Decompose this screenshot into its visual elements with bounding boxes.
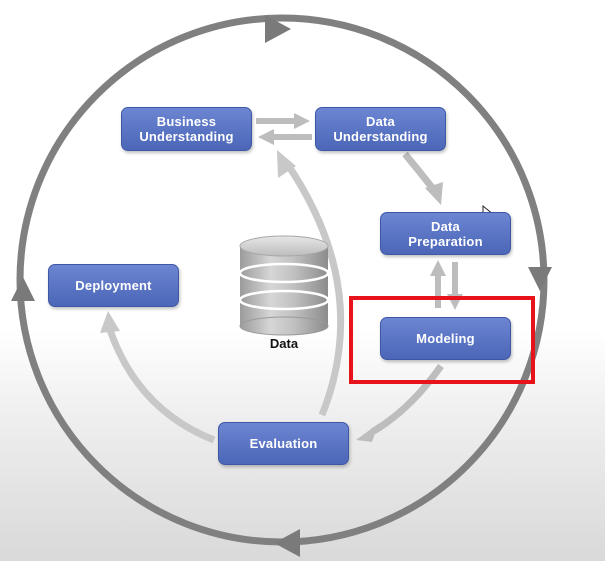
node-data-preparation[interactable]: Data Preparation	[380, 212, 511, 255]
arrow-model-to-eval-head	[356, 424, 378, 442]
node-modeling-label: Modeling	[416, 331, 475, 346]
arrow-eval-to-business-head	[277, 150, 296, 178]
outer-arrowhead-left	[11, 277, 35, 301]
arrow-model-to-prep-head	[430, 260, 446, 276]
outer-arrowhead-bottom	[274, 529, 300, 557]
database-icon	[238, 235, 330, 336]
modeling-highlight-box	[349, 296, 535, 384]
center-data-label: Data	[269, 336, 299, 351]
node-business-understanding[interactable]: Business Understanding	[121, 107, 252, 151]
node-modeling[interactable]: Modeling	[380, 317, 511, 360]
arrow-eval-to-deploy-head	[100, 311, 120, 333]
node-evaluation[interactable]: Evaluation	[218, 422, 349, 465]
arrow-understanding-to-prep-head	[425, 182, 443, 205]
outer-arrowhead-top	[265, 15, 291, 43]
outer-arrowhead-right	[528, 267, 552, 291]
node-data-understanding-line2: Understanding	[333, 129, 428, 144]
arrow-data-to-business-head	[258, 129, 274, 145]
node-evaluation-label: Evaluation	[249, 436, 318, 451]
arrow-model-to-eval	[370, 363, 444, 436]
node-data-understanding[interactable]: Data Understanding	[315, 107, 446, 151]
node-data-preparation-line2: Preparation	[408, 233, 483, 249]
arrow-business-to-data-head	[294, 113, 310, 129]
node-business-line1: Business	[156, 114, 217, 129]
node-deployment-label: Deployment	[75, 278, 152, 293]
arrow-eval-to-deploy	[106, 328, 216, 444]
node-business-line2: Understanding	[139, 129, 234, 144]
arrow-understanding-to-prep	[402, 151, 437, 193]
node-data-preparation-line1: Data	[431, 218, 460, 234]
node-data-understanding-line1: Data	[366, 114, 395, 129]
node-deployment[interactable]: Deployment	[48, 264, 179, 307]
arrow-eval-to-business	[285, 163, 345, 417]
